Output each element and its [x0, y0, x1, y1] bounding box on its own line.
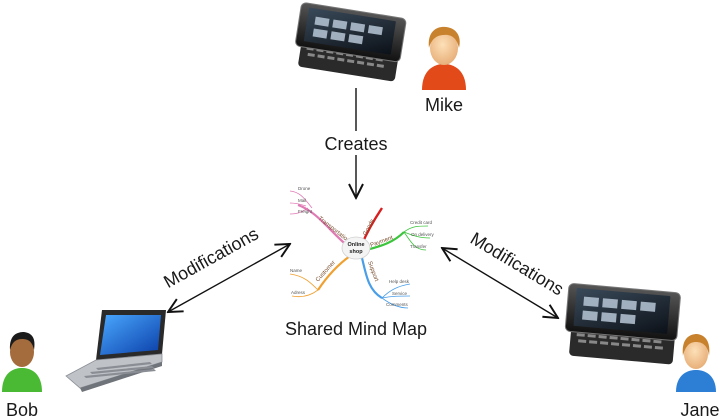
creates-label-bg: [314, 131, 398, 155]
mindmap-label-goods: Goods: [362, 219, 376, 237]
mindmap-item-help-desk: Help desk: [389, 279, 410, 284]
mindmap-caption: Shared Mind Map: [285, 319, 427, 339]
mindmap-item-freight: Freight: [298, 209, 313, 214]
mindmap-item-name: Name: [290, 268, 303, 273]
modifications-right-label: Modifications: [467, 228, 567, 299]
laptop-icon: [65, 310, 166, 392]
smartphone-icon: [295, 2, 407, 82]
smartphone-icon-2: [564, 283, 681, 365]
mindmap-item-drone: Drone: [298, 186, 311, 191]
mindmap-label-transportation: Transportation: [317, 216, 351, 244]
mindmap-center-line2: shop: [349, 249, 363, 255]
person-jane-icon: [676, 334, 716, 392]
person-mike-icon: [422, 26, 466, 90]
person-bob-icon: [2, 332, 42, 392]
mindmap-label-payment: Payment: [370, 235, 395, 249]
mindmap-item-adress: Adress: [291, 290, 306, 295]
modifications-left-arrow: [168, 244, 290, 312]
mindmap-item-mail: Mail: [298, 198, 306, 203]
mindmap-branch-customer: [317, 255, 351, 291]
mindmap-center-node: [341, 236, 371, 260]
mindmap-item-comments: Comments: [386, 302, 409, 307]
modifications-right-arrow: [442, 248, 558, 318]
mind-map: Transportation Drone Mail Freight Goods …: [289, 186, 435, 309]
person-bob-label: Bob: [6, 400, 38, 420]
mindmap-item-on-delivery: On delivery: [411, 232, 435, 237]
person-mike-label: Mike: [425, 95, 463, 115]
creates-label: Creates: [324, 134, 387, 154]
mindmap-item-credit-card: Credit card: [410, 220, 433, 225]
mindmap-branch-support: [360, 257, 383, 299]
person-jane-label: Jane: [680, 400, 719, 420]
modifications-left-label: Modifications: [160, 224, 262, 292]
mindmap-center-line1: Online: [347, 242, 364, 248]
mindmap-item-service: Service: [392, 291, 408, 296]
mindmap-item-transfer: Transfer: [410, 244, 427, 249]
